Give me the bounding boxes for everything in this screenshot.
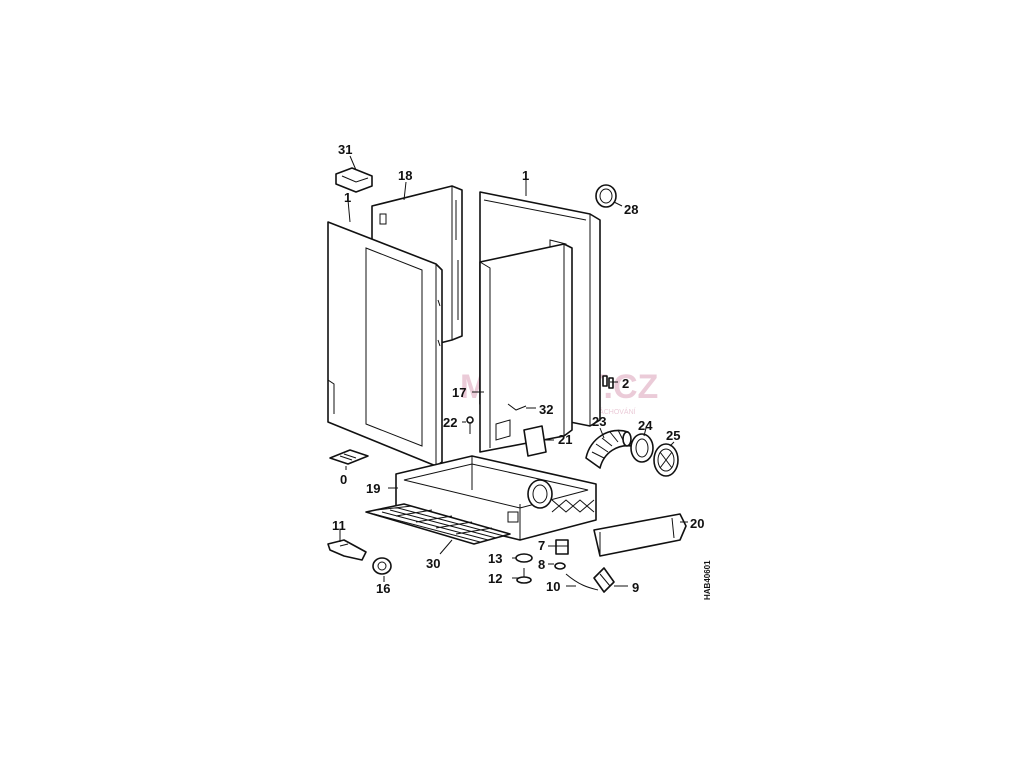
part-30-filter-mesh xyxy=(365,503,511,545)
part-13-washer xyxy=(515,553,533,563)
part-20-plinth xyxy=(593,513,687,557)
part-2-pin xyxy=(602,375,614,389)
callout-31: 31 xyxy=(338,142,352,157)
part-11-bracket xyxy=(327,539,367,561)
part-28-ring xyxy=(595,184,617,208)
callout-7: 7 xyxy=(538,538,545,553)
callout-17: 17 xyxy=(452,385,466,400)
part-0-label-plate xyxy=(329,449,369,465)
part-23-flexible-hose xyxy=(585,429,633,469)
part-1-left-side-panel xyxy=(327,221,443,467)
part-31-clip xyxy=(335,167,373,193)
part-24-seal-ring xyxy=(630,433,654,463)
part-12-adjustable-foot xyxy=(516,568,532,584)
diagram-code: HAB40601 xyxy=(703,560,712,600)
callout-12: 12 xyxy=(488,571,502,586)
part-10-spring-wire xyxy=(565,573,599,591)
callout-labels: 31 18 1 1 28 2 17 32 22 21 23 24 25 0 19… xyxy=(332,142,704,596)
callout-9: 9 xyxy=(632,580,639,595)
leader-lines xyxy=(339,155,688,587)
callout-19: 19 xyxy=(366,481,380,496)
callout-23: 23 xyxy=(592,414,606,429)
callout-18: 18 xyxy=(398,168,412,183)
callout-24: 24 xyxy=(638,418,653,433)
part-21-cover-plate xyxy=(523,425,547,457)
part-16-foot xyxy=(372,557,392,575)
part-22-screw xyxy=(466,416,474,434)
part-25-cap xyxy=(653,443,679,477)
callout-25: 25 xyxy=(666,428,680,443)
callout-11: 11 xyxy=(332,518,346,533)
part-32-wire-clip xyxy=(507,403,527,411)
callout-28: 28 xyxy=(624,202,638,217)
callout-10: 10 xyxy=(546,579,560,594)
callout-32: 32 xyxy=(539,402,553,417)
part-17-front-panel xyxy=(479,243,573,453)
part-9-latch xyxy=(593,567,615,593)
part-7-coupling xyxy=(555,539,569,555)
callout-8: 8 xyxy=(538,557,545,572)
callout-1-left: 1 xyxy=(344,190,351,205)
callout-0: 0 xyxy=(340,472,347,487)
callout-2: 2 xyxy=(622,376,629,391)
callout-16: 16 xyxy=(376,581,390,596)
callout-30: 30 xyxy=(426,556,440,571)
callout-22: 22 xyxy=(443,415,457,430)
callout-1-right: 1 xyxy=(522,168,529,183)
callout-21: 21 xyxy=(558,432,572,447)
callout-13: 13 xyxy=(488,551,502,566)
part-8-washer xyxy=(554,562,566,570)
callout-20: 20 xyxy=(690,516,704,531)
